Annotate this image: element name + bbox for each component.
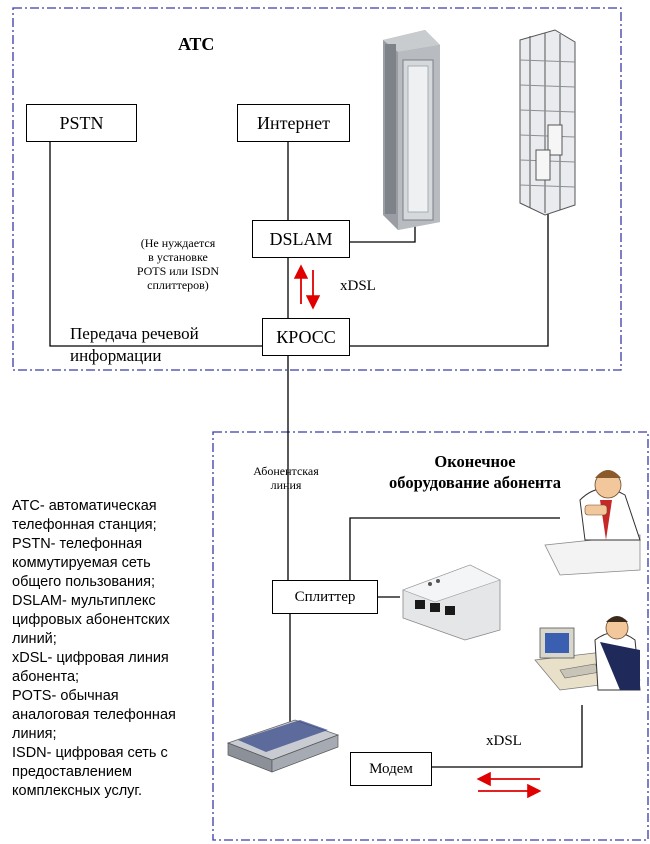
- legend-line: POTS- обычная: [12, 688, 119, 704]
- legend-line: цифровых абонентских: [12, 612, 170, 628]
- splitter-note-line: сплиттеров): [147, 278, 209, 292]
- terminal-title: Оконечное оборудование абонента: [380, 451, 570, 493]
- splitter-note-line: (Не нуждается: [140, 236, 216, 250]
- dslam-label: DSLAM: [269, 228, 333, 249]
- legend-line: абонента;: [12, 669, 80, 685]
- legend-line: коммутируемая сеть: [12, 555, 151, 571]
- legend-line: АТС- автоматическая: [12, 498, 157, 514]
- computer-user-icon: [534, 616, 641, 691]
- terminal-title-line: Оконечное: [434, 452, 516, 471]
- subscriber-region-border: [212, 431, 649, 841]
- internet-label: Интернет: [257, 112, 330, 133]
- modem-box: Модем: [350, 752, 432, 786]
- splitter-note: (Не нуждается в установке POTS или ISDN …: [118, 236, 238, 292]
- pstn-label: PSTN: [59, 112, 104, 133]
- line-dslam-rack: [350, 220, 416, 243]
- kross-label: КРОСС: [276, 326, 336, 347]
- splitter-label: Сплиттер: [294, 588, 356, 605]
- modem-label: Модем: [369, 760, 413, 777]
- server-rack-icon: [383, 30, 440, 230]
- subscriber-line-text: Абонентская: [253, 464, 319, 478]
- cross-connect-frame-icon: [519, 29, 576, 216]
- voice-label: Передача речевой информации: [70, 323, 199, 367]
- legend-line: линия;: [12, 726, 57, 742]
- ats-title: АТС: [178, 34, 215, 54]
- splitter-device-icon: [402, 564, 501, 641]
- splitter-note-line: POTS или ISDN: [136, 264, 220, 278]
- legend-line: предоставлением: [12, 764, 133, 780]
- pstn-box: PSTN: [26, 104, 137, 142]
- modem-device-icon: [226, 719, 340, 773]
- internet-box: Интернет: [237, 104, 350, 142]
- subscriber-line-label: Абонентская линия: [238, 464, 334, 492]
- kross-box: КРОСС: [262, 318, 350, 356]
- xdsl-bottom-label: xDSL: [486, 733, 522, 749]
- subscriber-line-text: линия: [270, 478, 302, 492]
- line-splitter-phone: [349, 517, 560, 597]
- voice-label-line: информации: [70, 346, 162, 365]
- line-kross-frame: [350, 210, 549, 347]
- ats-region-border: [12, 7, 622, 371]
- legend-line: ISDN- цифровая сеть с: [12, 745, 168, 761]
- xdsl-top-label: xDSL: [340, 278, 376, 294]
- terminal-title-line: оборудование абонента: [389, 473, 561, 492]
- legend-line: аналоговая телефонная: [12, 707, 176, 723]
- phone-user-icon: [544, 470, 641, 576]
- legend-line: линий;: [12, 631, 57, 647]
- legend-line: PSTN- телефонная: [12, 536, 143, 552]
- legend-line: общего пользования;: [12, 574, 156, 590]
- voice-label-line: Передача речевой: [70, 324, 199, 343]
- line-modem-computer: [432, 705, 583, 768]
- legend-line: xDSL- цифровая линия: [12, 650, 169, 666]
- splitter-box: Сплиттер: [272, 580, 378, 614]
- legend-line: комплексных услуг.: [12, 783, 142, 799]
- dslam-box: DSLAM: [252, 220, 350, 258]
- legend-line: телефонная станция;: [12, 517, 157, 533]
- splitter-note-line: в установке: [148, 250, 208, 264]
- line-pstn-kross: [49, 142, 262, 347]
- legend-line: DSLAM- мультиплекс: [12, 593, 156, 609]
- legend: АТС- автоматическая телефонная станция; …: [12, 497, 197, 801]
